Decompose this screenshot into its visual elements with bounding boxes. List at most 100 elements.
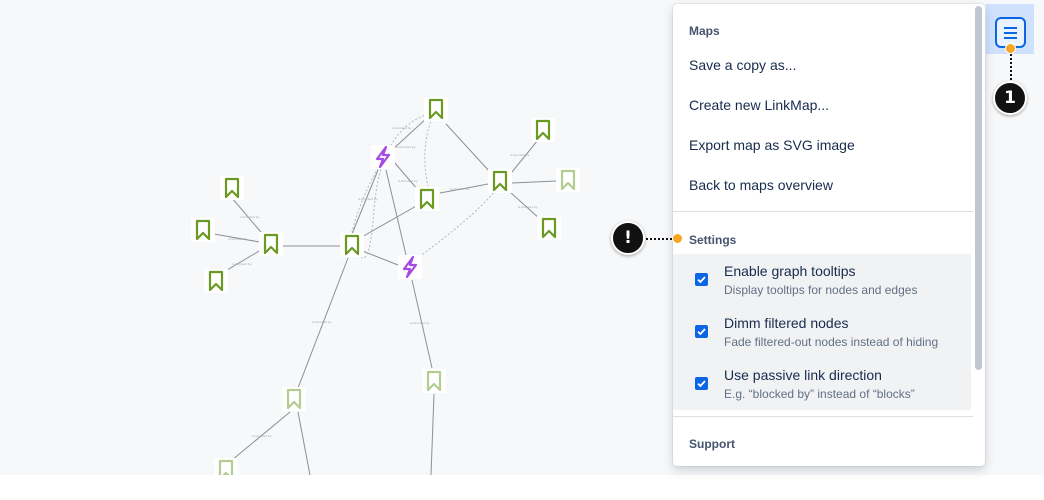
hint-dot [1005, 43, 1016, 54]
graph-node-story[interactable] [340, 233, 364, 257]
graph-edge [411, 279, 433, 369]
graph-edge [359, 204, 419, 239]
edge-label: is blocked by [252, 434, 272, 438]
bookmark-icon [208, 270, 224, 292]
graph-edge [359, 249, 399, 266]
checkmark-icon [697, 276, 706, 284]
bookmark-icon [428, 98, 444, 120]
bookmark-icon [541, 217, 557, 239]
save-copy-menu-item[interactable]: Save a copy as... [689, 57, 797, 73]
graph-edge [297, 411, 311, 475]
setting-dimm-filtered[interactable]: Dimm filtered nodes Fade filtered-out no… [673, 306, 971, 358]
graph-node-story[interactable] [259, 232, 283, 256]
dimm-checkbox[interactable] [695, 325, 708, 338]
graph-edge [511, 139, 539, 173]
back-to-overview-menu-item[interactable]: Back to maps overview [689, 177, 833, 193]
graph-node-story[interactable] [214, 458, 238, 475]
setting-graph-tooltips[interactable]: Enable graph tooltips Display tooltips f… [673, 254, 971, 306]
graph-node-story[interactable] [204, 269, 228, 293]
settings-section-title: Settings [689, 233, 737, 247]
graph-node-story[interactable] [422, 369, 446, 393]
menu-scrollbar[interactable] [975, 6, 982, 370]
link-graph[interactable]: is blocked by is blocked by is blocked b… [0, 0, 1044, 475]
graph-node-bug[interactable] [398, 255, 422, 279]
graph-edge [231, 411, 291, 461]
edge-label: is blocked by [240, 215, 260, 219]
graph-node-story[interactable] [415, 187, 439, 211]
graph-edge [351, 169, 379, 235]
graph-edge [439, 183, 489, 194]
graph-node-bug[interactable] [371, 145, 395, 169]
graph-node-story[interactable] [531, 118, 555, 142]
tooltips-checkbox[interactable] [695, 273, 708, 286]
lightning-icon [375, 145, 391, 169]
edge-label: is blocked by [312, 320, 332, 324]
bookmark-icon [535, 119, 551, 141]
bookmark-icon [426, 370, 442, 392]
hint-dot [672, 233, 683, 244]
graph-edge [391, 116, 429, 151]
edge-label: is blocked by [518, 205, 538, 209]
divider [673, 416, 973, 417]
setting-label: Use passive link direction [724, 367, 882, 383]
graph-edge [393, 161, 419, 191]
edge-label: is blocked by [398, 179, 418, 183]
divider [673, 211, 973, 212]
graph-node-story[interactable] [191, 218, 215, 242]
checkmark-icon [697, 380, 706, 388]
graph-node-story[interactable] [282, 387, 306, 411]
graph-node-story[interactable] [537, 216, 561, 240]
edge-label: is blocked by [510, 153, 530, 157]
edge-label: is blocked by [392, 126, 412, 130]
hint-connector [646, 238, 674, 240]
menu-hint-badge[interactable]: 1 [993, 81, 1027, 115]
bookmark-icon [224, 177, 240, 199]
settings-hint-badge[interactable]: ! [611, 221, 645, 255]
setting-description: Display tooltips for nodes and edges [724, 283, 918, 297]
bookmark-icon [195, 219, 211, 241]
graph-node-story[interactable] [424, 97, 448, 121]
checkmark-icon [697, 328, 706, 336]
edge-label: is blocked by [410, 321, 430, 325]
create-linkmap-menu-item[interactable]: Create new LinkMap... [689, 97, 830, 113]
hint-connector [1010, 54, 1012, 86]
bookmark-icon [419, 188, 435, 210]
graph-node-story[interactable] [556, 168, 580, 192]
graph-edge-labels: is blocked by is blocked by is blocked b… [228, 126, 538, 438]
setting-label: Enable graph tooltips [724, 263, 856, 279]
setting-passive-direction[interactable]: Use passive link direction E.g. “blocked… [673, 358, 971, 410]
support-section-title: Support [689, 437, 735, 451]
edge-label: is blocked by [450, 187, 470, 191]
graph-node-story[interactable] [488, 169, 512, 193]
maps-section-title: Maps [689, 24, 720, 38]
graph-edge [511, 180, 557, 184]
hamburger-menu-icon [1004, 37, 1017, 39]
edge-label: is blocked by [358, 197, 378, 201]
setting-description: E.g. “blocked by” instead of “blocks” [724, 387, 915, 401]
edge-label: is blocked by [228, 237, 248, 241]
bookmark-icon [286, 388, 302, 410]
maps-menu-panel: Maps Save a copy as... Create new LinkMa… [673, 4, 985, 466]
setting-label: Dimm filtered nodes [724, 315, 849, 331]
graph-edge-dashed [424, 117, 433, 187]
bookmark-icon [492, 170, 508, 192]
setting-description: Fade filtered-out nodes instead of hidin… [724, 335, 939, 349]
graph-edge [509, 191, 541, 220]
hamburger-menu-icon [1004, 32, 1017, 34]
graph-edge-dashed [419, 189, 497, 257]
bookmark-icon [344, 234, 360, 256]
graph-edge [430, 393, 435, 475]
graph-node-story[interactable] [220, 176, 244, 200]
bookmark-icon [218, 459, 234, 475]
bookmark-icon [263, 233, 279, 255]
lightning-icon [402, 255, 418, 279]
edge-label: is blocked by [396, 145, 416, 149]
edge-label: is blocked by [232, 262, 252, 266]
graph-edge [385, 169, 407, 256]
export-svg-menu-item[interactable]: Export map as SVG image [689, 137, 855, 153]
graph-edge [445, 123, 491, 173]
menu-button[interactable] [995, 17, 1026, 48]
bookmark-icon [560, 169, 576, 191]
graph-edge [297, 257, 349, 389]
passive-direction-checkbox[interactable] [695, 377, 708, 390]
